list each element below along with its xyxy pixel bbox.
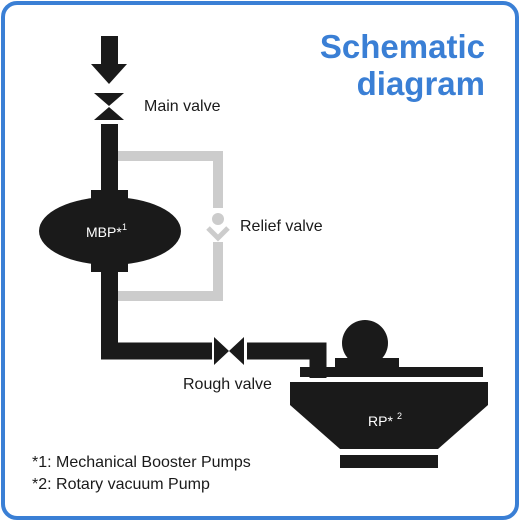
mbp-label-superscript: 1 bbox=[122, 222, 127, 232]
mbp-bottom-flange bbox=[91, 262, 128, 272]
rp-pump bbox=[290, 320, 488, 468]
relief-valve-label: Relief valve bbox=[240, 218, 323, 235]
diagram-title-line2: diagram bbox=[357, 65, 485, 102]
mbp-label: MBP* bbox=[86, 224, 122, 240]
rp-pump-body bbox=[290, 382, 488, 449]
rp-label: RP* bbox=[368, 413, 393, 429]
relief-valve-icon bbox=[206, 213, 230, 242]
mbp-top-flange bbox=[91, 190, 128, 200]
mbp-pump-body bbox=[39, 197, 181, 265]
footnote-1: *1: Mechanical Booster Pumps bbox=[32, 454, 251, 471]
main-pipe-lower bbox=[101, 270, 212, 360]
rp-motor-icon bbox=[342, 320, 388, 366]
footnote-2: *2: Rotary vacuum Pump bbox=[32, 476, 210, 493]
rough-valve-icon bbox=[214, 337, 244, 365]
main-pipe-upper bbox=[101, 124, 118, 194]
main-valve-label: Main valve bbox=[144, 98, 221, 115]
bypass-pipe-upper bbox=[118, 151, 223, 208]
diagram-title-line1: Schematic bbox=[320, 28, 485, 65]
bypass-pipe-lower bbox=[118, 242, 223, 301]
rough-valve-label: Rough valve bbox=[183, 376, 272, 393]
rp-label-superscript: 2 bbox=[397, 411, 402, 421]
main-valve-icon bbox=[94, 93, 124, 120]
rp-base bbox=[340, 455, 438, 468]
inlet-arrow-icon bbox=[91, 36, 127, 84]
